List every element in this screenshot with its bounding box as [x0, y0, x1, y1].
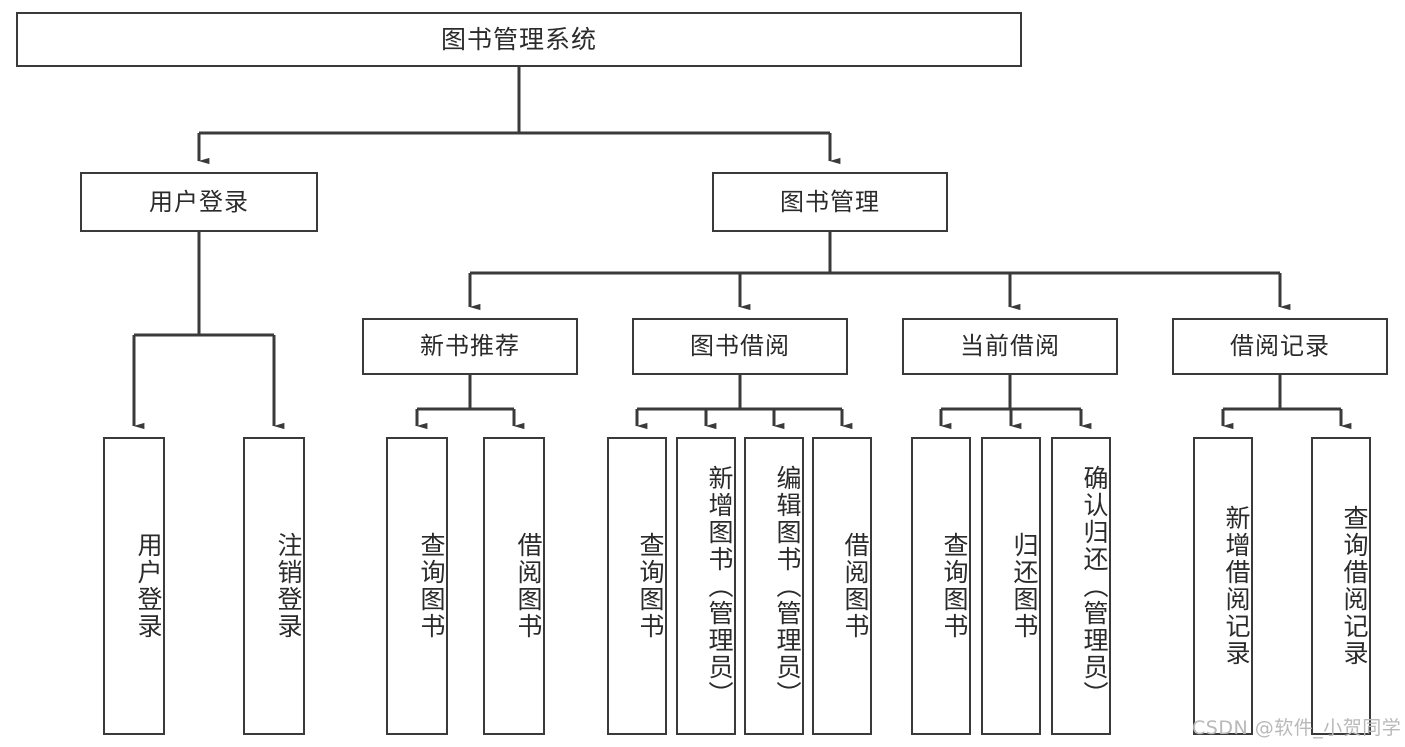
node-leaf-borrow-book-2-label: 借阅图书	[841, 532, 870, 640]
node-root-label: 图书管理系统	[440, 24, 597, 54]
node-leaf-query-book-1[interactable]: 查询图书	[386, 437, 448, 735]
node-current-borrow[interactable]: 当前借阅	[902, 318, 1118, 375]
node-leaf-edit-book[interactable]: 编辑图书（管理员）	[744, 437, 804, 735]
node-leaf-confirm-return-label: 确认归还（管理员）	[1080, 464, 1109, 708]
node-book-manage-label: 图书管理	[780, 187, 880, 216]
node-leaf-user-login[interactable]: 用户登录	[103, 437, 165, 735]
node-leaf-query-book-2-label: 查询图书	[636, 532, 665, 640]
node-leaf-user-login-label: 用户登录	[134, 532, 163, 640]
node-leaf-add-record[interactable]: 新增借阅记录	[1193, 437, 1253, 735]
node-user-login-label: 用户登录	[149, 187, 249, 216]
node-leaf-query-book-1-label: 查询图书	[417, 532, 446, 640]
node-leaf-query-book-3-label: 查询图书	[940, 532, 969, 640]
node-leaf-borrow-book-2[interactable]: 借阅图书	[812, 437, 872, 735]
node-book-manage[interactable]: 图书管理	[712, 172, 948, 232]
node-user-login[interactable]: 用户登录	[80, 172, 318, 232]
node-leaf-logout[interactable]: 注销登录	[243, 437, 305, 735]
node-leaf-add-record-label: 新增借阅记录	[1222, 505, 1251, 667]
node-borrow-record-label: 借阅记录	[1230, 332, 1330, 361]
node-leaf-borrow-book-1-label: 借阅图书	[514, 532, 543, 640]
node-leaf-add-book-label: 新增图书（管理员）	[705, 464, 734, 708]
node-leaf-query-record-label: 查询借阅记录	[1340, 505, 1369, 667]
node-leaf-query-book-3[interactable]: 查询图书	[911, 437, 971, 735]
node-leaf-return-book-label: 归还图书	[1010, 532, 1039, 640]
node-leaf-logout-label: 注销登录	[274, 532, 303, 640]
node-leaf-borrow-book-1[interactable]: 借阅图书	[483, 437, 545, 735]
node-root[interactable]: 图书管理系统	[16, 12, 1022, 67]
node-new-book-rec-label: 新书推荐	[420, 332, 520, 361]
node-leaf-add-book[interactable]: 新增图书（管理员）	[676, 437, 736, 735]
node-current-borrow-label: 当前借阅	[960, 332, 1060, 361]
node-borrow-record[interactable]: 借阅记录	[1172, 318, 1388, 375]
node-leaf-return-book[interactable]: 归还图书	[981, 437, 1041, 735]
node-leaf-confirm-return[interactable]: 确认归还（管理员）	[1051, 437, 1111, 735]
node-book-borrow-label: 图书借阅	[690, 332, 790, 361]
csdn-watermark: CSDN @软件_小贺同学	[1192, 717, 1402, 739]
node-leaf-query-book-2[interactable]: 查询图书	[607, 437, 667, 735]
node-leaf-edit-book-label: 编辑图书（管理员）	[773, 464, 802, 708]
node-new-book-rec[interactable]: 新书推荐	[362, 318, 578, 375]
node-leaf-query-record[interactable]: 查询借阅记录	[1311, 437, 1371, 735]
node-book-borrow[interactable]: 图书借阅	[632, 318, 848, 375]
